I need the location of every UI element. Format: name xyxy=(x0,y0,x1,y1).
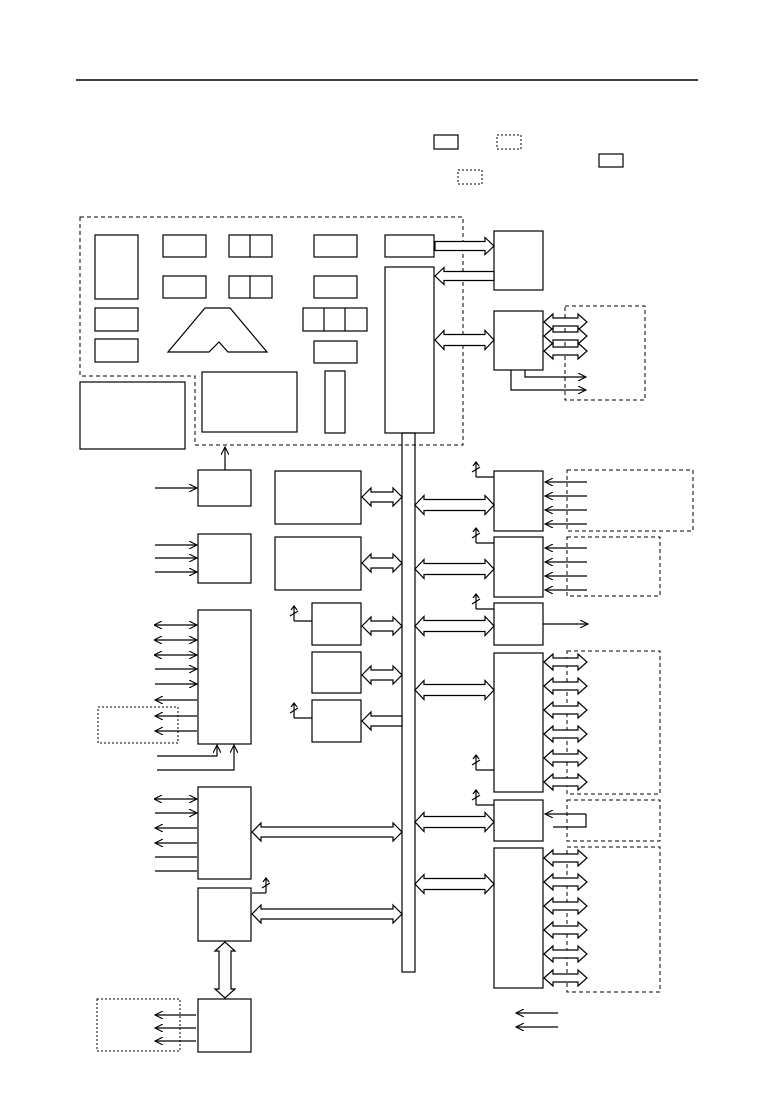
tick-l5-slash xyxy=(261,882,271,889)
periph-block-6 xyxy=(493,847,544,989)
core-block-b xyxy=(162,275,207,299)
core-block-e xyxy=(313,340,358,364)
p4-io-4 xyxy=(543,724,588,744)
p6-io-2 xyxy=(543,872,588,892)
left-col-block-3 xyxy=(197,609,252,745)
right-block-1 xyxy=(493,230,544,291)
p4-io-3 xyxy=(543,700,588,720)
bus-right-arrow-4 xyxy=(414,678,495,702)
dashed-region-3 xyxy=(566,536,661,597)
core-to-right-arrow-1 xyxy=(434,236,495,256)
dashed-region-6 xyxy=(566,846,661,993)
tick-p3-slash xyxy=(471,598,481,605)
bus-right-arrow-3 xyxy=(414,614,495,638)
mid-block-4 xyxy=(311,651,362,694)
left-col-block-4 xyxy=(197,786,252,880)
core-block-small-1 xyxy=(94,307,139,332)
tick-p2-slash xyxy=(471,532,481,539)
system-bus xyxy=(401,432,416,973)
core-block-thin xyxy=(324,370,346,434)
p6-io-5 xyxy=(543,944,588,964)
core-block-bus-interface xyxy=(384,266,435,434)
p6-io-3 xyxy=(543,896,588,916)
periph-block-4 xyxy=(493,652,544,793)
left-col-block-1 xyxy=(197,469,252,507)
core-region-outline xyxy=(79,216,464,446)
p6-io-4 xyxy=(543,920,588,940)
bus-left-arrow-2 xyxy=(251,903,403,925)
p6-io-1 xyxy=(543,848,588,868)
generated-connectors xyxy=(155,236,588,999)
tick-p2-head xyxy=(472,527,480,533)
left-col-block-2 xyxy=(197,533,252,584)
tick-p4-head xyxy=(472,754,480,760)
legend-dotted-box-2 xyxy=(457,169,483,185)
bus-right-arrow-6 xyxy=(414,872,495,896)
core-right-bus-arrow xyxy=(434,328,495,352)
rb2-io-arrow-2 xyxy=(543,326,588,346)
core-block-small-2 xyxy=(94,338,139,363)
periph-block-1 xyxy=(493,470,544,532)
left-col-block-6 xyxy=(197,998,252,1053)
left-vertical-link xyxy=(213,941,237,999)
bus-mid-arrow-5 xyxy=(361,710,403,732)
core-block-tall xyxy=(94,234,139,300)
bus-left-arrow-1 xyxy=(251,821,403,843)
rb2-io-arrow-3 xyxy=(543,341,588,361)
bus-mid-arrow-2 xyxy=(361,552,403,574)
tick-p1-head xyxy=(472,461,480,467)
mid-block-1 xyxy=(274,470,362,525)
left-block xyxy=(79,381,186,450)
tick-p4-slash xyxy=(471,759,481,766)
tick-m3-head xyxy=(290,605,298,611)
mid-block-2 xyxy=(274,536,362,591)
p6-io-6 xyxy=(543,968,588,988)
dashed-region-2 xyxy=(566,469,694,532)
right-block-2 xyxy=(493,310,544,371)
legend-dotted-box xyxy=(496,134,522,150)
tick-m5-slash xyxy=(289,707,299,714)
tick-p3-head xyxy=(472,593,480,599)
p4-io-2 xyxy=(543,676,588,696)
core-block-c xyxy=(313,234,358,258)
left-col-block-5 xyxy=(197,887,252,942)
legend-solid-box xyxy=(433,134,459,150)
p4-io-1 xyxy=(543,652,588,672)
core-block-a xyxy=(162,234,207,258)
core-block-d xyxy=(313,275,358,299)
dashed-region-4 xyxy=(566,650,661,795)
p4-io-5 xyxy=(543,748,588,768)
tick-l5-head xyxy=(262,877,270,883)
left-dotted-region-2 xyxy=(96,998,181,1052)
bus-mid-arrow-1 xyxy=(361,486,403,508)
core-block-top-right xyxy=(384,234,435,258)
tick-p5-head xyxy=(472,789,480,795)
legend-solid-box-2 xyxy=(598,153,624,168)
core-block-f xyxy=(201,371,298,433)
tick-m5-head xyxy=(290,702,298,708)
tick-m3-slash xyxy=(289,610,299,617)
p4-io-6 xyxy=(543,772,588,792)
bus-mid-arrow-4 xyxy=(361,664,403,686)
dashed-region-5 xyxy=(566,799,661,842)
core-block-triple xyxy=(302,307,368,332)
bus-right-arrow-1 xyxy=(414,493,495,517)
left-dotted-region-1 xyxy=(97,706,179,744)
bus-right-arrow-5 xyxy=(414,810,495,834)
mid-block-5 xyxy=(311,699,362,743)
periph-block-5 xyxy=(493,799,544,842)
tick-p1-slash xyxy=(471,466,481,473)
tick-p5-slash xyxy=(471,794,481,801)
mid-block-3 xyxy=(311,602,362,646)
bus-right-arrow-2 xyxy=(414,557,495,581)
right-to-core-arrow xyxy=(434,266,495,286)
periph-block-2 xyxy=(493,536,544,598)
alu-shape xyxy=(166,307,269,353)
bus-mid-arrow-3 xyxy=(361,615,403,637)
periph-block-3 xyxy=(493,602,544,646)
